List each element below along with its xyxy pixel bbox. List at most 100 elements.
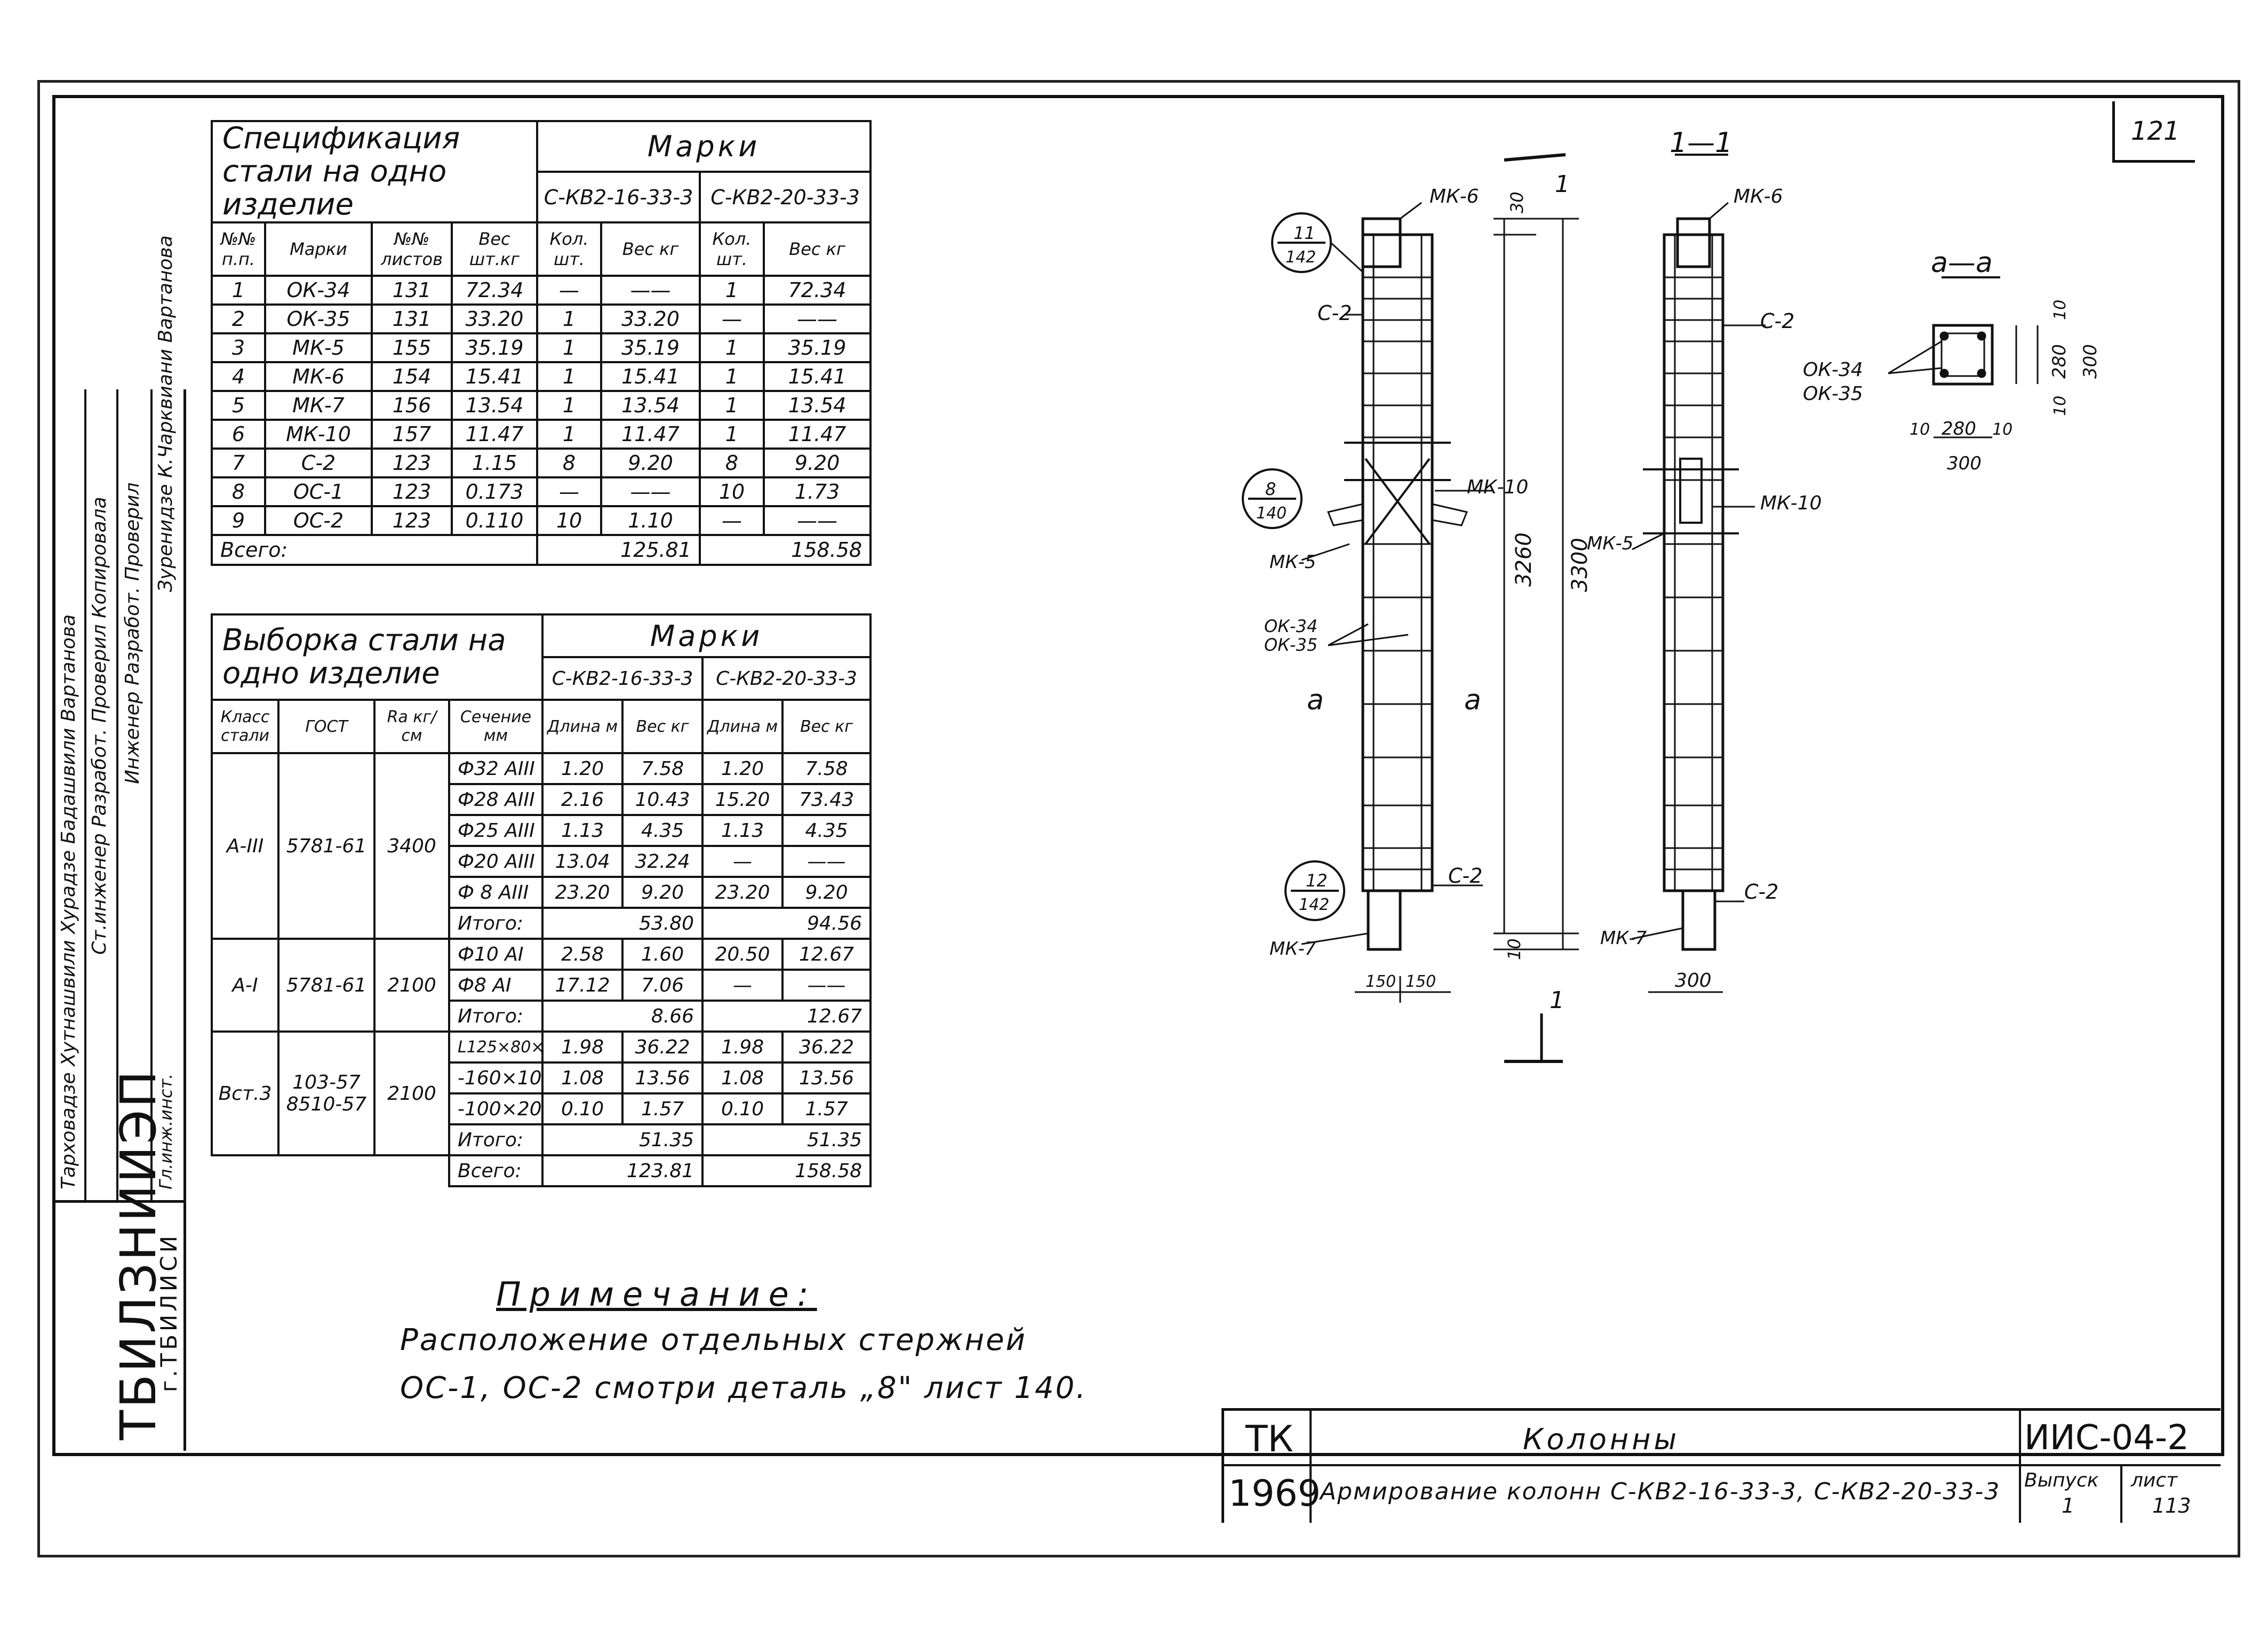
spec-cell: МК-6	[264, 361, 373, 392]
spec-cell: 8	[536, 448, 602, 478]
selection-cell: 1.57	[781, 1092, 872, 1125]
selection-ra: 2100	[373, 1030, 450, 1156]
selection-cell: 15.20	[701, 783, 784, 816]
spec-cell: 154	[371, 361, 453, 392]
spec-cell: 123	[371, 476, 453, 507]
spec-cell: 1	[699, 361, 765, 392]
dim-sec-300: 300	[1947, 453, 1982, 474]
spec-cell: МК-10	[264, 419, 373, 450]
cut-1-bottom: 1	[1550, 987, 1564, 1014]
selection-cell: 73.43	[781, 783, 872, 816]
selection-cell: 10.43	[621, 783, 704, 816]
cut-a-right: а	[1464, 684, 1481, 716]
selection-cell: 1.08	[541, 1061, 624, 1094]
selection-col-header: Вес кг	[621, 699, 704, 754]
title-block-code: ИИС-04-2	[2024, 1418, 2189, 1458]
label-mk7-r: МК-7	[1600, 928, 1647, 949]
spec-cell: 123	[371, 448, 453, 478]
selection-cell: 36.22	[781, 1030, 872, 1064]
spec-cell: 11.47	[451, 419, 538, 450]
leader-lines	[1301, 202, 1766, 945]
title-block-issue-label: Выпуск	[2024, 1469, 2099, 1491]
title-block-issue: 1	[2062, 1494, 2075, 1517]
spec-cell: ——	[600, 476, 701, 507]
stirrups-left	[1363, 276, 1432, 870]
selection-total-b: 158.58	[701, 1154, 872, 1187]
selection-gost: 5781-61	[277, 752, 376, 940]
selection-mark-b: С-КВ2-20-33-3	[701, 656, 872, 701]
callout-12: 12	[1306, 870, 1328, 891]
title-block-sheet: 113	[2152, 1494, 2191, 1517]
spec-cell: 33.20	[600, 303, 701, 334]
title-block-title: Колонны	[1523, 1423, 1680, 1456]
spec-cell: ОС-1	[264, 476, 373, 507]
spec-cell: 35.19	[600, 332, 701, 363]
spec-cell: 2	[211, 303, 266, 334]
label-mk6: МК-6	[1430, 186, 1479, 207]
callout-11: 11	[1293, 223, 1315, 243]
spec-table: Спецификация стали на одно изделие Марки…	[211, 120, 872, 566]
selection-ra: 3400	[373, 752, 450, 940]
label-mk10-r: МК-10	[1760, 492, 1822, 514]
title-block-subtitle: Армирование колонн С-КВ2-16-33-3, С-КВ2-…	[1320, 1478, 2001, 1505]
dimension-lines	[1355, 218, 1723, 1003]
dim-sec-v300: 300	[2080, 344, 2101, 379]
selection-cell: 20.50	[701, 938, 784, 971]
section-1-1-label: 1—1	[1670, 127, 1732, 159]
right-elevation	[1643, 217, 1739, 951]
callout-8: 8	[1265, 479, 1276, 499]
dim-bottom-offset: 10	[1504, 938, 1524, 960]
sheet-outer-frame	[37, 80, 2240, 1557]
spec-cell: 157	[371, 419, 453, 450]
spec-cell: 1	[536, 419, 602, 450]
selection-cell: 1.20	[701, 752, 784, 785]
selection-cell: L125×80×12	[448, 1030, 544, 1064]
selection-col-header: ГОСТ	[277, 699, 376, 754]
spec-cell: —	[699, 505, 765, 536]
selection-subtotal-label: Итого:	[448, 907, 544, 940]
selection-cell: 9.20	[621, 876, 704, 909]
label-mk5-l: МК-5	[1269, 552, 1316, 573]
label-mk5-r: МК-5	[1587, 533, 1633, 554]
selection-cell: 0.10	[541, 1092, 624, 1125]
selection-cell: Ф8 АI	[448, 969, 544, 1002]
dim-top-offset: 30	[1507, 191, 1527, 213]
spec-cell: 9	[211, 505, 266, 536]
selection-cell: 13.04	[541, 845, 624, 878]
spec-cell: 7	[211, 448, 266, 478]
selection-cell: 2.58	[541, 938, 624, 971]
spec-cell: 9.20	[600, 448, 701, 478]
selection-col-header: Вес кг	[781, 699, 872, 754]
spec-cell: ОС-2	[264, 505, 373, 536]
selection-cell: 17.12	[541, 969, 624, 1002]
selection-marks-header: Марки	[541, 613, 872, 658]
spec-mark-a: С-КВ2-16-33-3	[536, 171, 701, 223]
selection-cell: 23.20	[541, 876, 624, 909]
spec-col-header: Вес кг	[600, 221, 701, 277]
selection-cell: 13.56	[621, 1061, 704, 1094]
selection-total-a: 123.81	[541, 1154, 704, 1187]
spec-cell: —	[536, 476, 602, 507]
spec-cell: МК-7	[264, 390, 373, 421]
spec-cell: 9.20	[762, 448, 872, 478]
selection-cell: 36.22	[621, 1030, 704, 1064]
label-c2-tr: С-2	[1760, 309, 1794, 333]
label-ok35: ОК-35	[1264, 635, 1317, 655]
spec-col-header: Вес кг	[762, 221, 872, 277]
spec-col-header: Вес шт.кг	[451, 221, 538, 277]
spec-total-label: Всего:	[211, 534, 538, 566]
spec-cell: 1	[536, 303, 602, 334]
selection-cell: Ф28 АIII	[448, 783, 544, 816]
selection-subtotal-a: 53.80	[541, 907, 704, 940]
spec-cell: 33.20	[451, 303, 538, 334]
selection-cell: 4.35	[781, 814, 872, 847]
spec-cell: 1	[699, 275, 765, 306]
spec-cell: 13.54	[762, 390, 872, 421]
callout-11-sheet: 142	[1285, 248, 1316, 267]
spec-cell: 131	[371, 303, 453, 334]
label-mk7-l: МК-7	[1269, 938, 1316, 960]
spec-cell: 123	[371, 505, 453, 536]
dim-sec-280: 280	[1942, 418, 1976, 440]
dim-width-left: 150	[1365, 972, 1396, 991]
stirrups-right	[1664, 276, 1723, 870]
